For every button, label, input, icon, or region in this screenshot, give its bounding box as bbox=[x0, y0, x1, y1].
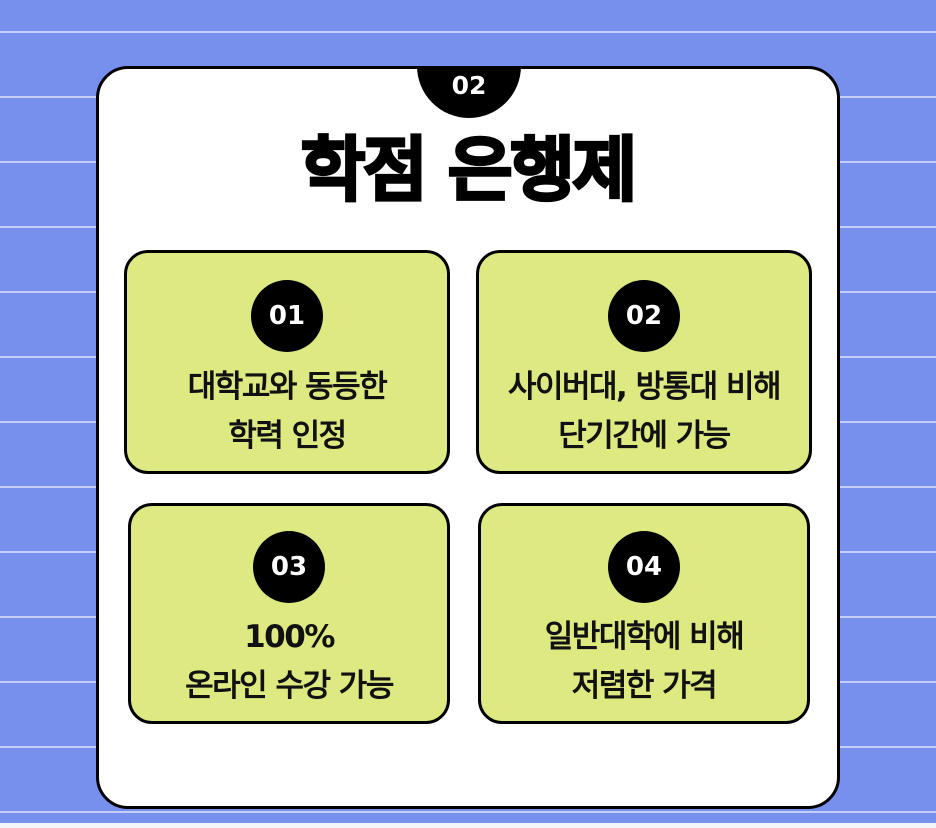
feature-number-badge: 02 bbox=[608, 280, 680, 352]
feature-text-line-2: 저렴한 가격 bbox=[571, 668, 718, 704]
feature-box-4: 04 일반대학에 비해 저렴한 가격 bbox=[478, 503, 810, 724]
feature-number-badge: 01 bbox=[251, 280, 323, 352]
feature-text-line-1: 사이버대, 방통대 비해 bbox=[507, 369, 782, 405]
feature-number-badge: 04 bbox=[608, 531, 680, 603]
feature-number-badge: 03 bbox=[253, 531, 325, 603]
feature-box-2: 02 사이버대, 방통대 비해 단기간에 가능 bbox=[476, 250, 812, 474]
feature-text-line-2: 온라인 수강 가능 bbox=[185, 668, 394, 704]
feature-text: 대학교와 동등한 학력 인정 bbox=[127, 363, 447, 461]
page-title: 학점 은행제 bbox=[299, 128, 638, 213]
feature-text: 사이버대, 방통대 비해 단기간에 가능 bbox=[479, 363, 809, 461]
feature-text-line-2: 학력 인정 bbox=[228, 418, 347, 454]
feature-box-3: 03 100% 온라인 수강 가능 bbox=[128, 503, 450, 724]
feature-text: 일반대학에 비해 저렴한 가격 bbox=[481, 613, 807, 711]
feature-box-1: 01 대학교와 동등한 학력 인정 bbox=[124, 250, 450, 474]
feature-text-line-1: 일반대학에 비해 bbox=[544, 619, 745, 655]
feature-text-line-2: 단기간에 가능 bbox=[558, 418, 731, 454]
feature-text-line-1: 100% bbox=[244, 619, 335, 655]
feature-text: 100% 온라인 수강 가능 bbox=[131, 613, 447, 711]
section-number-badge: 02 bbox=[417, 66, 521, 118]
feature-text-line-1: 대학교와 동등한 bbox=[187, 369, 388, 405]
